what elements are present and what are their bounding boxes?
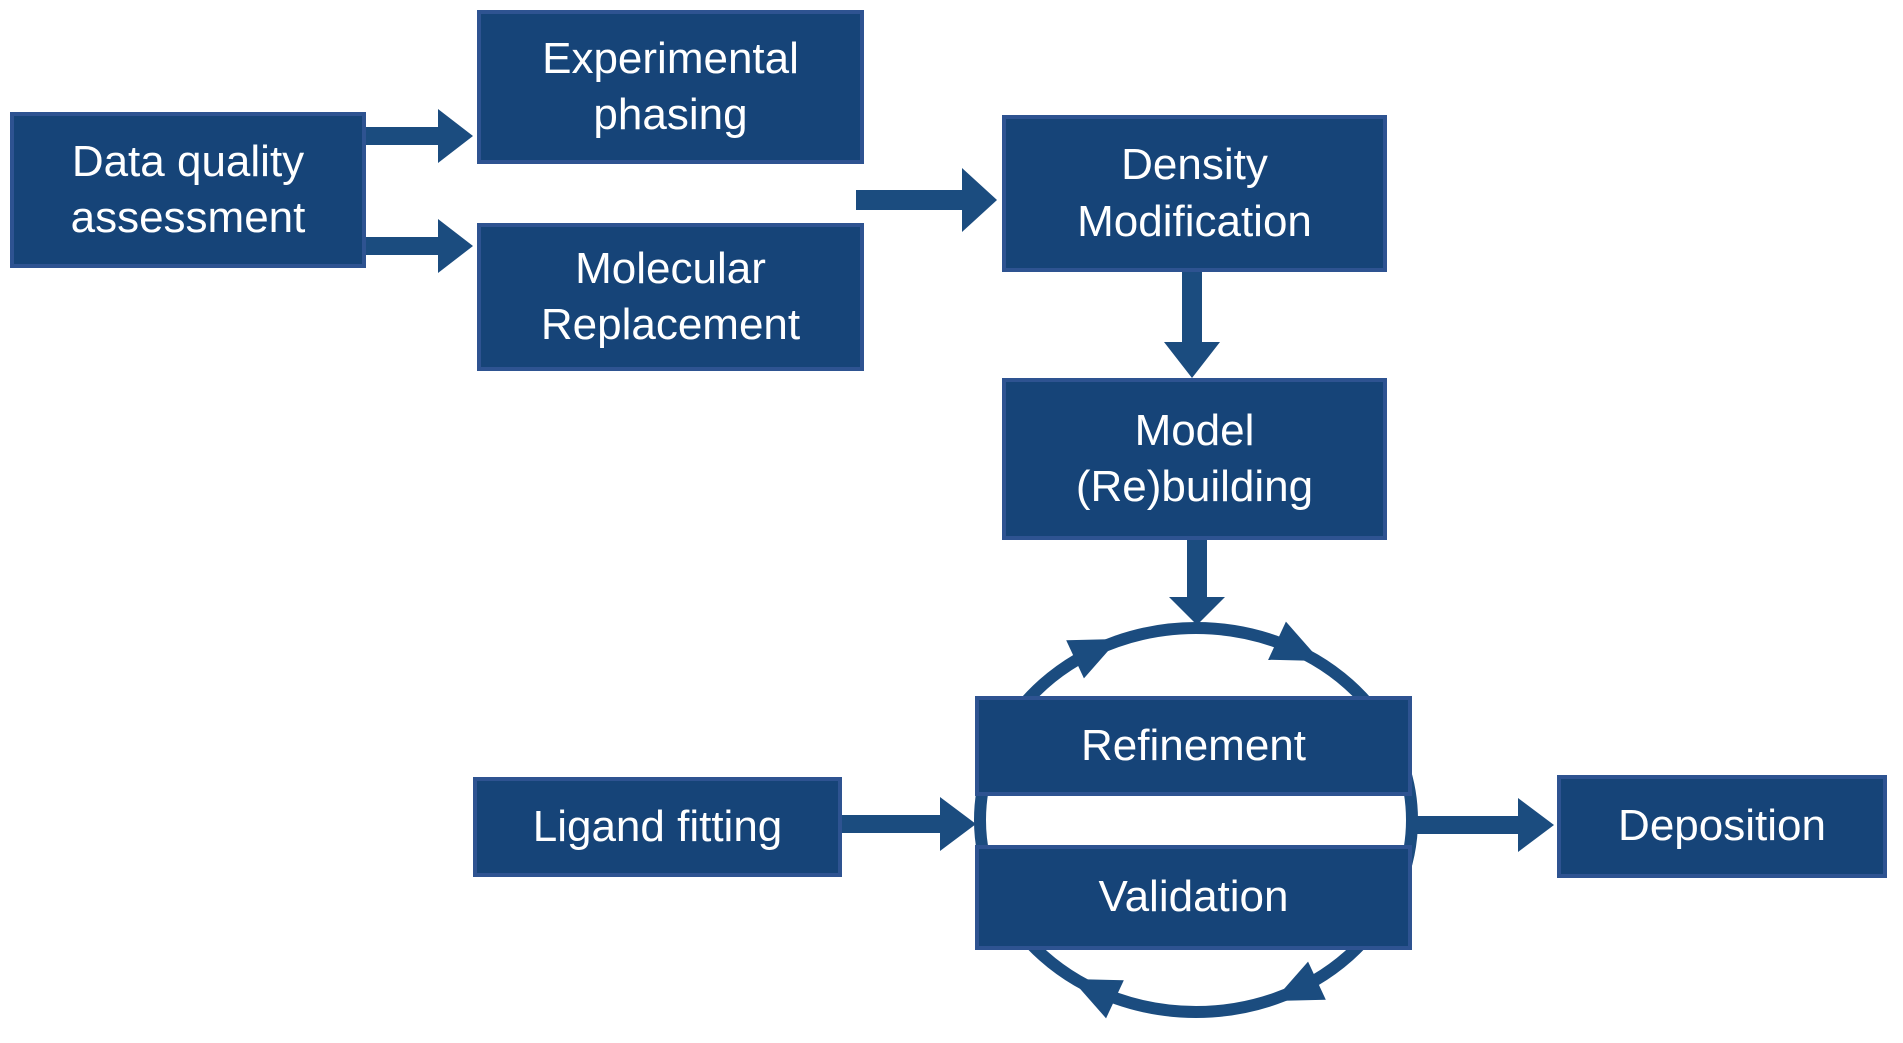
node-experimental-phasing: Experimental phasing (477, 10, 864, 164)
node-label: Density Modification (1077, 140, 1312, 246)
node-ligand-fitting: Ligand fitting (473, 777, 842, 877)
node-data-quality-assessment: Data quality assessment (10, 112, 366, 268)
arrow-ligand-to-cycle (835, 797, 976, 851)
cycle-arrowhead-top-right (1268, 621, 1321, 661)
arrow-dqa-to-experimental-phasing (358, 109, 473, 163)
node-label: Experimental phasing (542, 33, 799, 139)
cycle-arrowhead-top-left (1066, 639, 1119, 679)
node-label: Ligand fitting (532, 801, 783, 851)
node-label: Molecular Replacement (540, 243, 801, 349)
node-deposition: Deposition (1557, 775, 1887, 878)
node-label: Model (Re)building (1075, 405, 1314, 511)
arrow-phasing-to-density-modification (856, 168, 997, 232)
node-model-rebuilding: Model (Re)building (1002, 378, 1387, 540)
arrow-density-to-model-rebuilding (1164, 265, 1220, 378)
arrow-cycle-to-deposition (1414, 798, 1554, 852)
node-label: Refinement (1080, 720, 1306, 770)
node-density-modification: Density Modification (1002, 115, 1387, 272)
arrow-model-to-cycle (1169, 532, 1225, 625)
node-label: Deposition (1618, 801, 1826, 851)
refinement-validation-cycle-ring (974, 622, 1418, 1018)
cycle-arrowhead-bottom-left (1071, 979, 1124, 1019)
node-validation: Validation (975, 845, 1412, 950)
arrow-dqa-to-molecular-replacement (358, 219, 473, 273)
cycle-arrowhead-bottom-right (1273, 961, 1326, 1001)
node-label: Validation (1098, 872, 1289, 922)
node-label: Data quality assessment (70, 136, 306, 242)
node-molecular-replacement: Molecular Replacement (477, 223, 864, 371)
node-refinement: Refinement (975, 696, 1412, 796)
